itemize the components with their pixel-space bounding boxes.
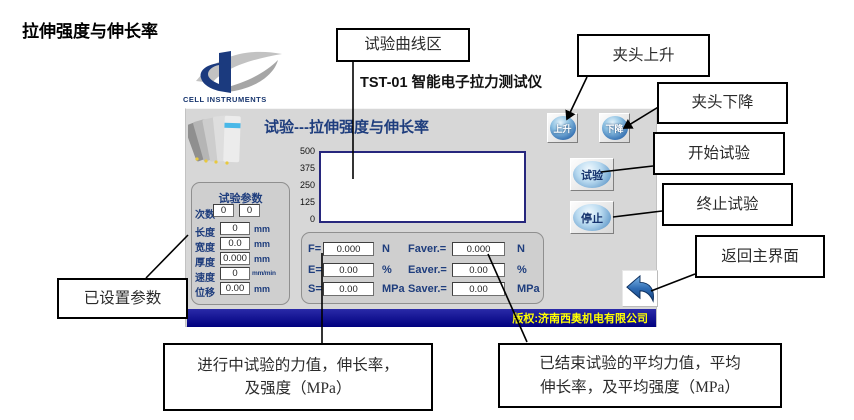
param-unit-length: mm xyxy=(254,224,271,234)
param-label-speed: 速度 xyxy=(195,273,215,284)
callout-clamp-down: 夹头下降 xyxy=(657,82,788,124)
y-tick: 125 xyxy=(299,197,315,207)
test-params-title: 试验参数 xyxy=(218,193,263,205)
callout-finished-values: 已结束试验的平均力值，平均 伸长率，及平均强度（MPa） xyxy=(498,343,782,408)
readout-unit-eaver: % xyxy=(517,264,527,276)
records-books-icon xyxy=(188,115,241,165)
clamp-down-button[interactable]: 下降 xyxy=(599,113,630,143)
back-arrow-icon xyxy=(626,274,654,303)
stop-test-button[interactable]: 停止 xyxy=(570,201,614,234)
param-unit-thickness: mm xyxy=(254,254,271,264)
callout-start-test: 开始试验 xyxy=(653,132,785,175)
param-unit-displacement: mm xyxy=(254,284,271,294)
param-label-length: 长度 xyxy=(195,228,215,239)
readout-label-faver: Faver.= xyxy=(408,243,447,255)
param-label-width: 宽度 xyxy=(195,243,215,254)
readout-unit-f: N xyxy=(382,243,390,255)
callout-clamp-up: 夹头上升 xyxy=(577,34,710,77)
clamp-down-button-label: 下降 xyxy=(601,116,628,140)
readout-unit-saver: MPa xyxy=(517,283,540,295)
instrument-ui-panel: 试验---拉伸强度与伸长率 500 375 250 125 0 上升 下降 试验… xyxy=(185,108,658,327)
readout-unit-s: MPa xyxy=(382,283,405,295)
readout-label-f: F= xyxy=(308,243,322,255)
test-params-box: 试验参数 次数 0 0 长度 0 mm 宽度 0.0 mm 厚度 0.000 m… xyxy=(191,182,290,305)
readout-box: F= 0.000 N Faver.= 0.000 N E= 0.00 % Eav… xyxy=(301,232,544,304)
param-field-speed[interactable]: 0 xyxy=(220,267,250,280)
readout-label-eaver: Eaver.= xyxy=(408,264,447,276)
param-field-length[interactable]: 0 xyxy=(220,222,250,235)
param-label-thickness: 厚度 xyxy=(195,258,215,269)
y-tick: 375 xyxy=(299,163,315,173)
readout-field-f: 0.000 xyxy=(323,242,374,256)
callout-stop-test: 终止试验 xyxy=(662,183,793,226)
start-test-button[interactable]: 试验 xyxy=(570,158,614,191)
y-tick: 250 xyxy=(299,180,315,190)
readout-field-s: 0.00 xyxy=(323,282,374,296)
readout-field-eaver: 0.00 xyxy=(452,263,505,277)
readout-label-saver: Saver.= xyxy=(408,283,447,295)
param-unit-width: mm xyxy=(254,239,271,249)
readout-field-e: 0.00 xyxy=(323,263,374,277)
clamp-up-button[interactable]: 上升 xyxy=(547,113,578,143)
clamp-up-button-label: 上升 xyxy=(549,116,576,140)
param-label-displacement: 位移 xyxy=(195,288,215,299)
param-field-count-1[interactable]: 0 xyxy=(213,204,234,217)
param-field-width[interactable]: 0.0 xyxy=(220,237,250,250)
param-unit-speed: mm/min xyxy=(252,270,276,277)
return-main-button[interactable] xyxy=(622,270,658,307)
readout-unit-e: % xyxy=(382,264,392,276)
callout-curve-area: 试验曲线区 xyxy=(336,28,470,62)
param-label-count: 次数 xyxy=(195,210,215,221)
start-test-button-label: 试验 xyxy=(573,161,611,188)
param-field-count-2[interactable]: 0 xyxy=(239,204,260,217)
readout-label-s: S= xyxy=(308,283,322,295)
company-logo-icon xyxy=(196,51,282,93)
status-bar: 版权:济南西奥机电有限公司 xyxy=(187,309,656,327)
device-title: TST-01 智能电子拉力测试仪 xyxy=(360,75,543,91)
param-field-thickness[interactable]: 0.000 xyxy=(220,252,250,265)
page-title: 拉伸强度与伸长率 xyxy=(22,22,158,41)
callout-set-params: 已设置参数 xyxy=(57,278,188,319)
y-tick: 0 xyxy=(309,214,315,224)
readout-field-saver: 0.00 xyxy=(452,282,505,296)
readout-unit-faver: N xyxy=(517,243,525,255)
stop-test-button-label: 停止 xyxy=(573,204,611,231)
readout-field-faver: 0.000 xyxy=(452,242,505,256)
callout-running-values: 进行中试验的力值，伸长率， 及强度（MPa） xyxy=(163,343,433,411)
brand-text: CELL INSTRUMENTS xyxy=(183,95,267,104)
copyright-text: 版权:济南西奥机电有限公司 xyxy=(512,313,648,325)
panel-header: 试验---拉伸强度与伸长率 xyxy=(264,119,429,136)
callout-return-main: 返回主界面 xyxy=(695,235,825,278)
test-curve-area xyxy=(319,151,526,223)
y-tick: 500 xyxy=(299,146,315,156)
param-field-displacement[interactable]: 0.00 xyxy=(220,282,250,295)
readout-label-e: E= xyxy=(308,264,322,276)
